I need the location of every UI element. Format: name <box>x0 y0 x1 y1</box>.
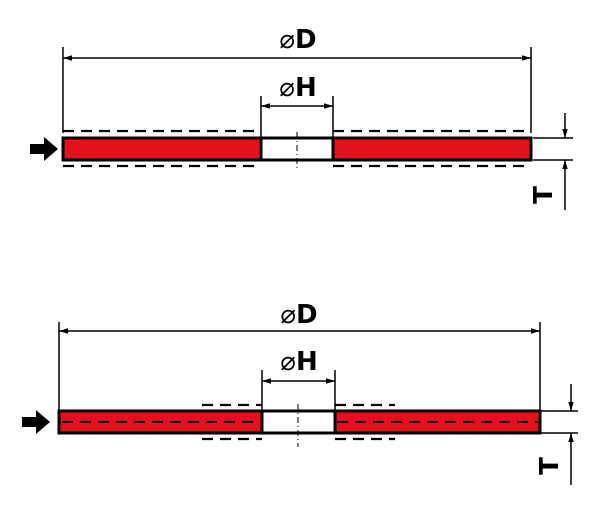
top-wheel-profile: ⌀D ⌀H T <box>30 25 573 210</box>
outer-diameter-label: ⌀D <box>280 300 317 330</box>
outer-diameter-label: ⌀D <box>279 25 316 55</box>
arrow-right-icon <box>30 137 58 161</box>
bore-diameter-label: ⌀H <box>279 73 316 103</box>
wheel-section-left <box>61 136 263 162</box>
bottom-wheel-profile: ⌀D ⌀H T <box>22 300 578 485</box>
arrow-right-icon <box>22 410 50 434</box>
wheel-section-right <box>331 136 533 162</box>
thickness-label: T <box>535 457 565 475</box>
thickness-label: T <box>529 186 559 204</box>
bore-diameter-label: ⌀H <box>280 347 317 377</box>
